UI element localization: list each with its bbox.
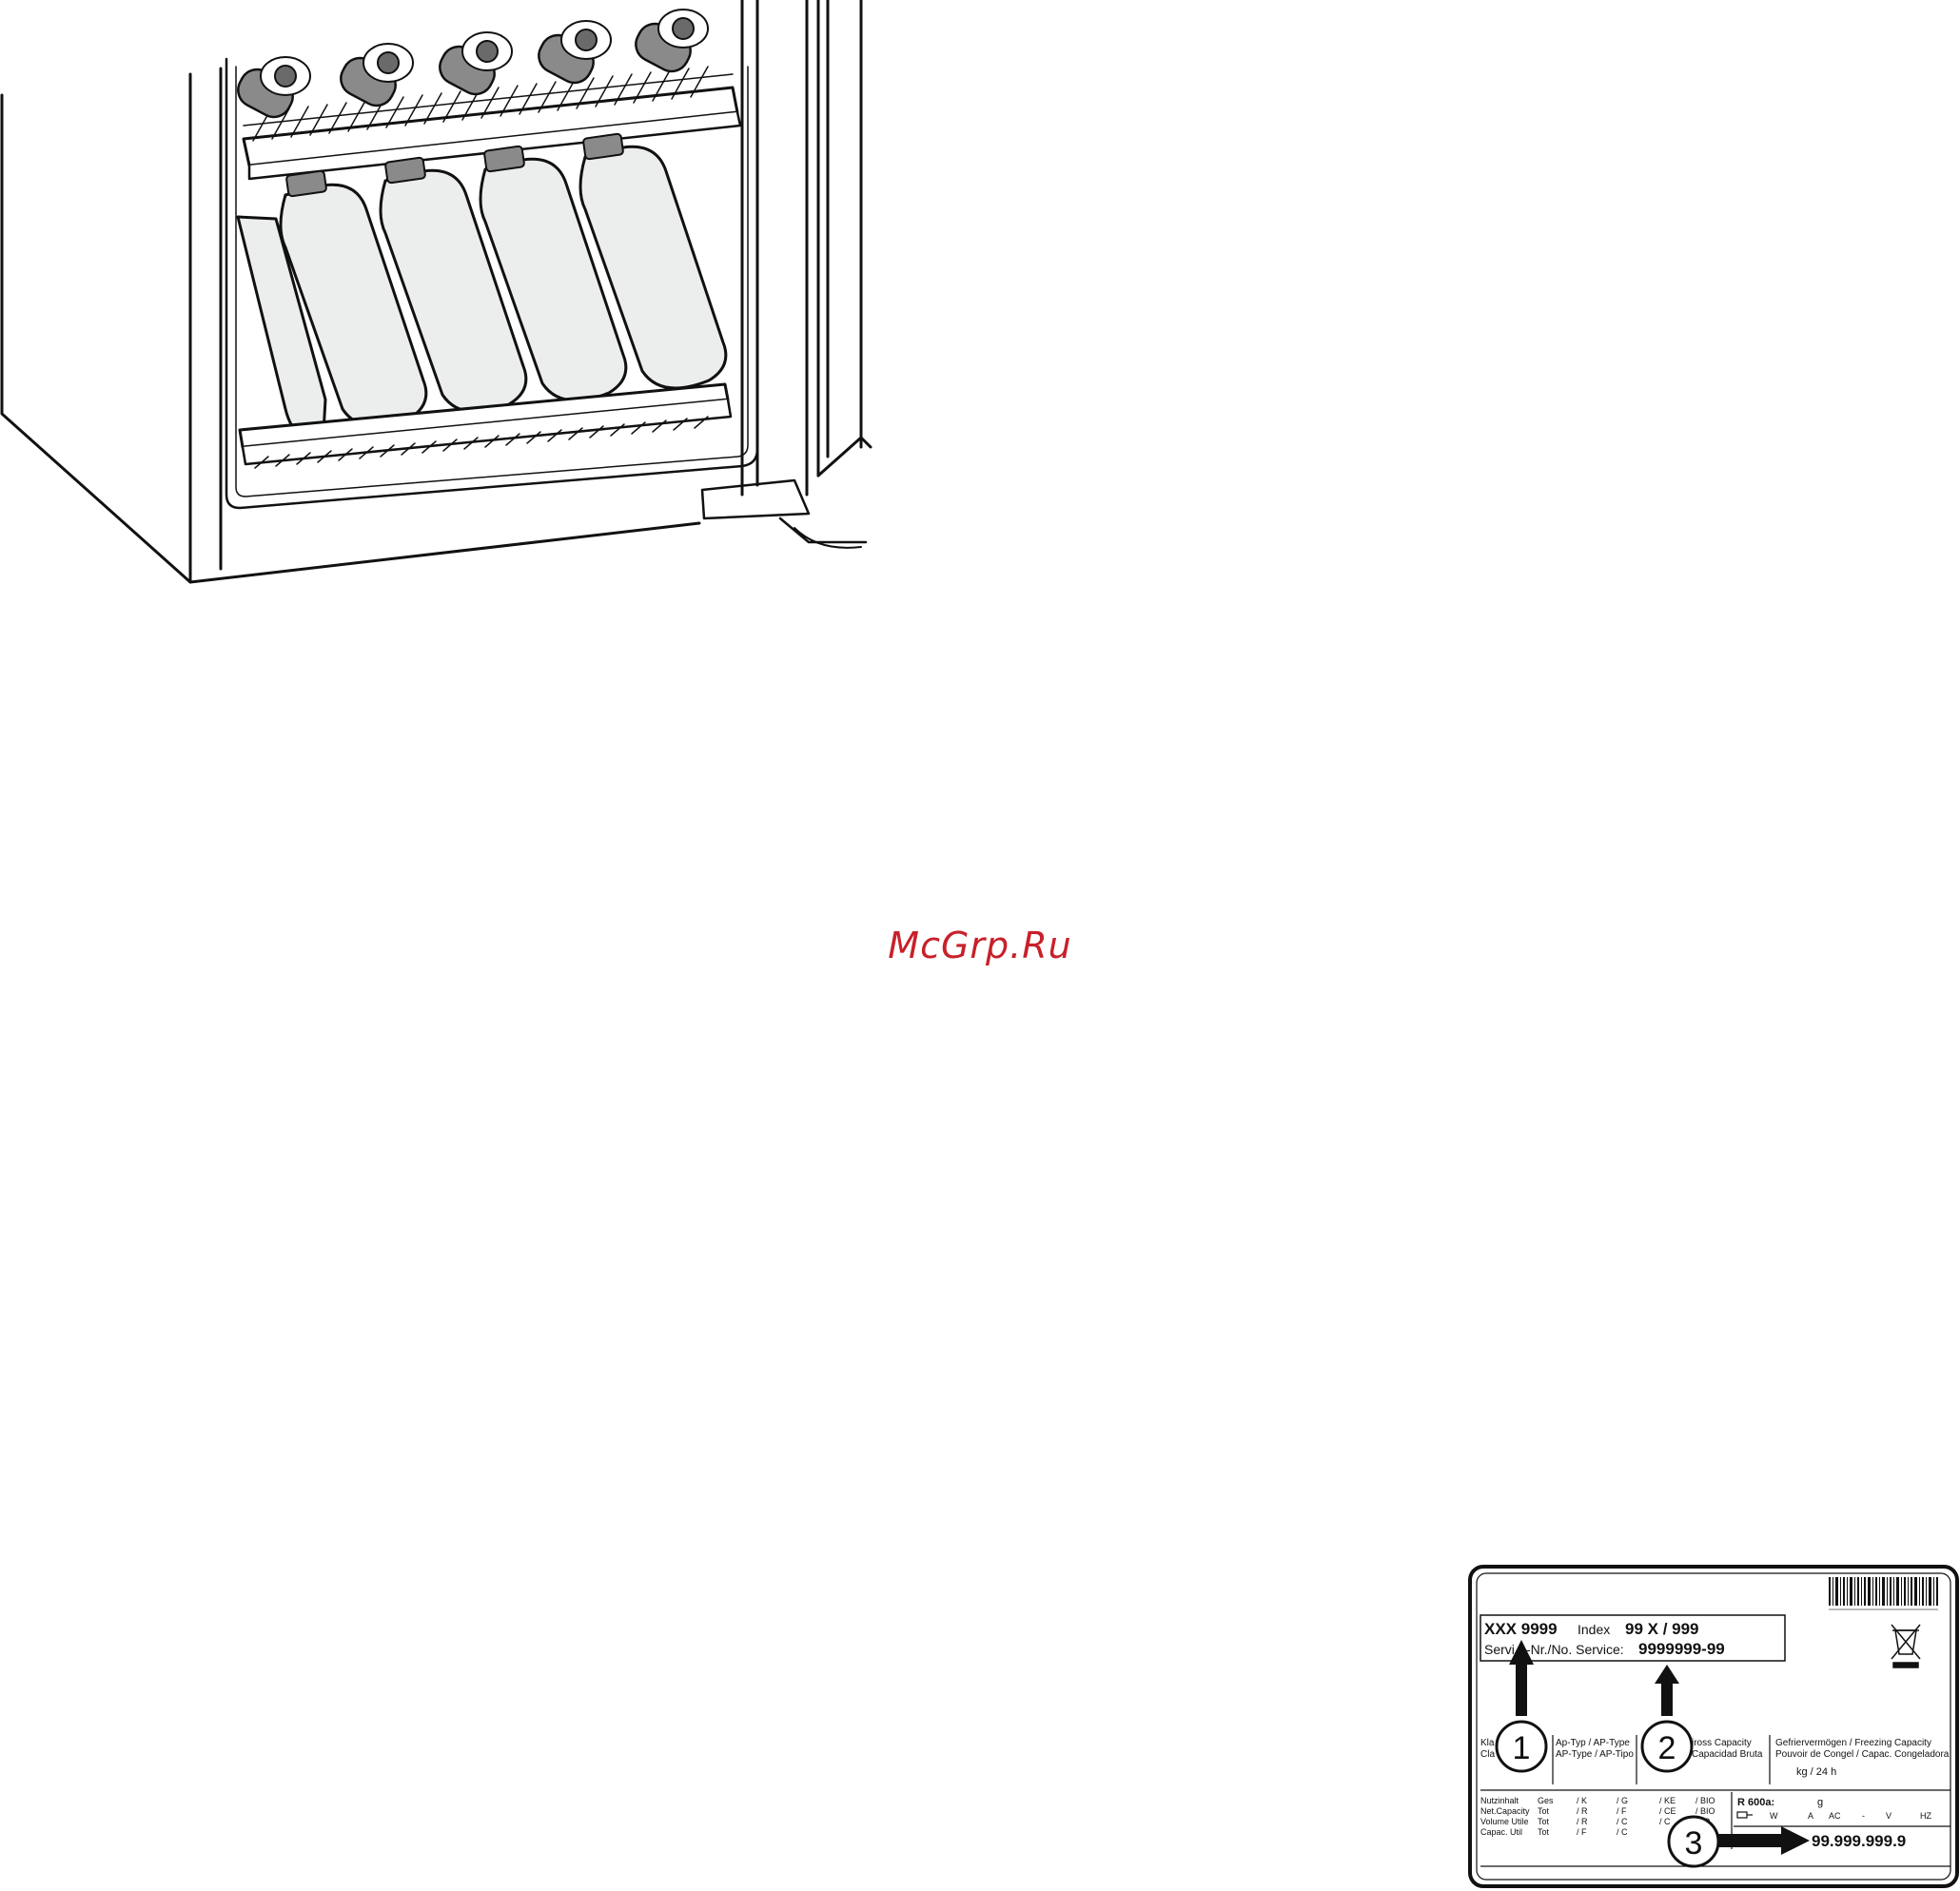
svg-text:Tot: Tot [1538,1806,1550,1816]
arrow-right-icon [1686,1826,1810,1855]
svg-text:/ BIO: / BIO [1695,1796,1715,1805]
svg-text:/ KE: / KE [1659,1796,1676,1805]
gross-capacity-label: iross Capacity [1692,1738,1752,1748]
svg-text:Capac. Util: Capac. Util [1480,1827,1522,1837]
svg-text:1: 1 [1513,1730,1531,1766]
svg-text:/ F: / F [1617,1806,1627,1816]
freezing-unit: kg / 24 h [1796,1766,1836,1778]
svg-text:/ R: / R [1577,1817,1588,1826]
svg-text:Volume Utile: Volume Utile [1480,1817,1529,1826]
svg-text:/ CE: / CE [1659,1806,1676,1816]
model-service-box [1480,1614,1786,1662]
watermark-text: McGrp.Ru [888,925,1072,966]
svg-text:Net.Capacity: Net.Capacity [1480,1806,1530,1816]
freezing-capacity-label: Gefriervermögen / Freezing Capacity [1775,1738,1931,1748]
barcode-icon [1829,1577,1938,1610]
svg-text:/ R: / R [1577,1806,1588,1816]
plug-icon [1736,1811,1753,1819]
ap-type-label-2: AP-Type / AP-Tipo [1556,1749,1634,1760]
svg-text:A: A [1808,1811,1813,1821]
service-label: Servi [1484,1642,1515,1657]
svg-text:/ C: / C [1617,1827,1628,1837]
svg-text:-: - [1862,1811,1865,1821]
svg-text:Tot: Tot [1538,1827,1550,1837]
svg-text:/ G: / G [1617,1796,1628,1805]
svg-text:/ C: / C [1617,1817,1628,1826]
svg-text:/ C: / C [1659,1817,1671,1826]
service-number: 9999999-99 [1638,1640,1725,1658]
svg-text:Tot: Tot [1538,1817,1550,1826]
electrical-ratings: W A AC - V HZ [1770,1811,1931,1821]
callout-1: 1 [1495,1720,1548,1773]
serial-number: 99.999.999.9 [1812,1832,1906,1850]
refrigerant-label: R 600a: [1737,1797,1774,1808]
callout-3: 3 [1667,1815,1720,1868]
rating-plate: XXX 9999 Index 99 X / 999 Servi -Nr./No.… [1468,1565,1959,1888]
svg-text:/ BIO: / BIO [1695,1806,1715,1816]
service-label-tail: -Nr./No. Service: [1526,1642,1624,1657]
svg-text:2: 2 [1658,1730,1676,1766]
arrow-up-icon [1509,1640,1679,1716]
svg-text:/ K: / K [1577,1796,1587,1805]
weee-bin-icon [1891,1624,1921,1668]
svg-text:HZ: HZ [1920,1811,1931,1821]
model-number: XXX 9999 [1484,1620,1558,1638]
index-value: 99 X / 999 [1625,1620,1699,1638]
plate-border [1468,1565,1959,1888]
svg-text:V: V [1886,1811,1891,1821]
freezing-capacity-label-2: Pouvoir de Congel / Capac. Congeladora [1775,1749,1950,1760]
gross-capacity-label-2: Capacidad Bruta [1692,1749,1763,1760]
klasse-label: Kla [1480,1738,1495,1748]
svg-text:W: W [1770,1811,1778,1821]
svg-text:3: 3 [1685,1825,1703,1862]
svg-text:/ F: / F [1577,1827,1587,1837]
svg-text:AC: AC [1829,1811,1841,1821]
callout-2: 2 [1640,1720,1694,1773]
index-label: Index [1578,1622,1610,1637]
wine-cabinet-illustration [0,0,872,584]
refrigerant-unit: g [1817,1797,1823,1808]
ap-type-label: Ap-Typ / AP-Type [1556,1738,1630,1748]
svg-text:Ges: Ges [1538,1796,1554,1805]
svg-text:Nutzinhalt: Nutzinhalt [1480,1796,1519,1805]
class-label: Cla [1480,1749,1495,1760]
